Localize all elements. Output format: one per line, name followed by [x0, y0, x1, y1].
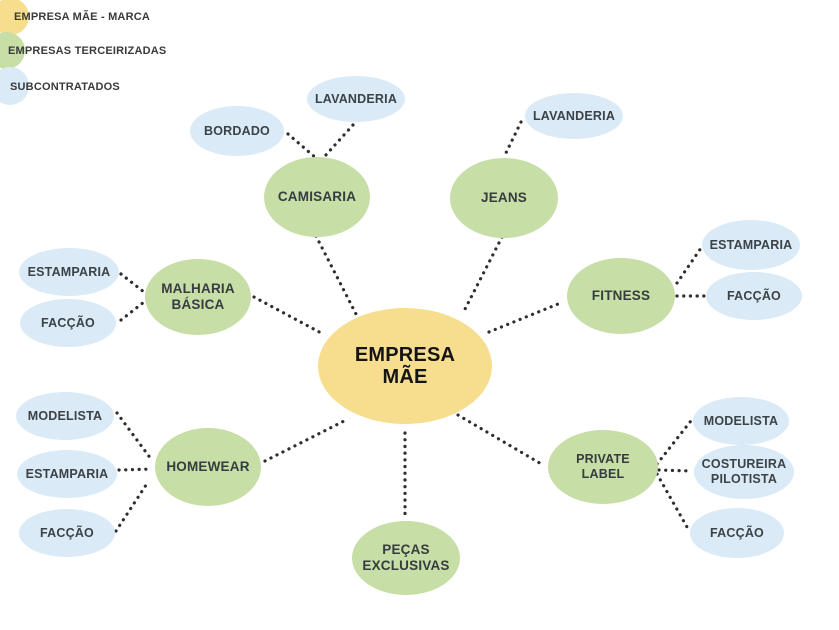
node-modelista-private-label: MODELISTA [693, 397, 789, 445]
legend-swatch-subcontractors [0, 67, 29, 105]
connector-camisaria-center [314, 234, 358, 316]
legend-label-mother-company: EMPRESA MÃE - MARCA [14, 11, 151, 23]
node-homewear: HOMEWEAR [155, 428, 261, 506]
node-fitness: FITNESS [567, 258, 675, 334]
node-estamparia-malharia: ESTAMPARIA [19, 248, 119, 296]
connector-estamparia-fitness [675, 246, 703, 285]
node-bordado-camisaria: BORDADO [190, 106, 284, 156]
connector-estamparia-homewear [117, 467, 154, 472]
node-empresa-mae: EMPRESA MÃE [318, 308, 492, 424]
node-camisaria: CAMISARIA [264, 157, 370, 237]
connector-costureira-private-label [657, 468, 693, 473]
legend-label-subcontractors: SUBCONTRATADOS [10, 81, 120, 93]
legend-label-outsourced-companies: EMPRESAS TERCEIRIZADAS [8, 45, 167, 57]
node-malharia-basica: MALHARIA BÁSICA [145, 259, 251, 335]
node-modelista-homewear: MODELISTA [16, 392, 114, 440]
node-private-label: PRIVATE LABEL [548, 430, 658, 504]
connector-modelista-private-label [655, 415, 696, 466]
node-estamparia-fitness: ESTAMPARIA [702, 220, 800, 270]
connector-modelista-homewear [115, 411, 153, 461]
connector-faccao-homewear [114, 480, 150, 533]
connector-faccao-malharia [119, 300, 146, 322]
node-costureira-pilotista-private-label: COSTUREIRA PILOTISTA [694, 445, 794, 499]
node-faccao-malharia: FACÇÃO [20, 299, 116, 347]
node-lavanderia-camisaria: LAVANDERIA [307, 76, 405, 122]
connector-malharia-center [252, 295, 325, 336]
node-faccao-fitness: FACÇÃO [706, 272, 802, 320]
connector-estamparia-malharia [119, 272, 146, 294]
node-estamparia-homewear: ESTAMPARIA [17, 450, 117, 498]
node-faccao-homewear: FACÇÃO [19, 509, 115, 557]
connector-lavanderia-jeans [502, 120, 523, 159]
connector-private-label-center [456, 413, 545, 467]
node-lavanderia-jeans: LAVANDERIA [525, 93, 623, 139]
node-jeans: JEANS [450, 158, 558, 238]
connector-lavanderia-camisaria [323, 123, 355, 158]
node-pecas-exclusivas: PEÇAS EXCLUSIVAS [352, 521, 460, 595]
connector-bordado-camisaria [286, 132, 318, 160]
connector-jeans-center [461, 235, 504, 315]
connector-faccao-private-label [655, 472, 689, 529]
connector-homewear-center [263, 417, 350, 463]
node-faccao-private-label: FACÇÃO [690, 508, 784, 558]
connector-fitness-center [487, 300, 565, 334]
